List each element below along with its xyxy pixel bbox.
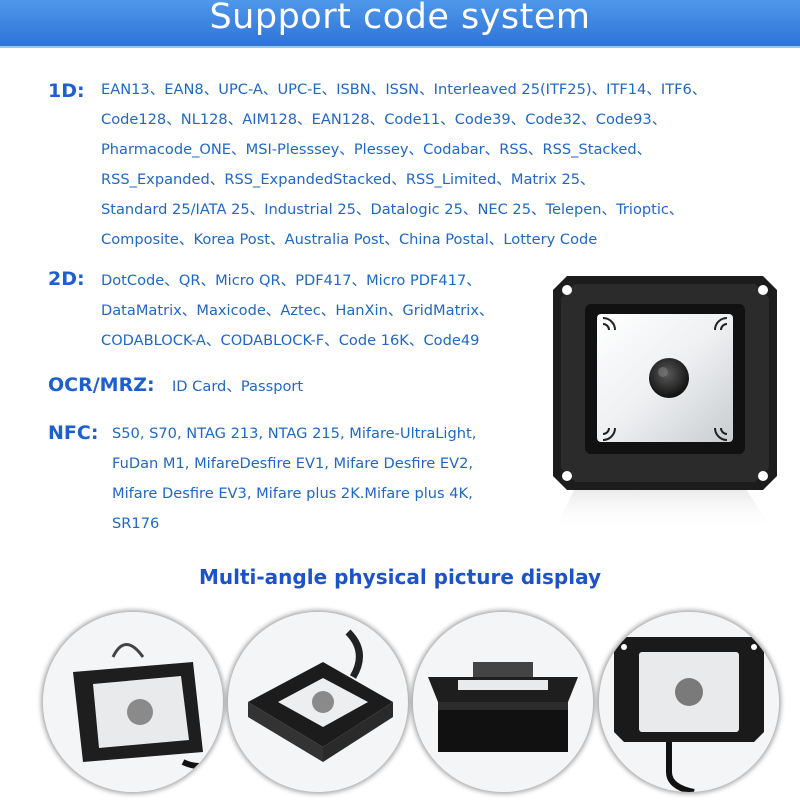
codes-1d-line: Code128、NL128、AIM128、EAN128、Code11、Code3… bbox=[101, 111, 667, 128]
codes-1d-line: Standard 25/IATA 25、Industrial 25、Datalo… bbox=[101, 201, 684, 218]
gallery-photo-2 bbox=[228, 612, 408, 792]
gallery-photo-4 bbox=[599, 612, 779, 792]
label-2d: 2D: bbox=[48, 268, 85, 290]
codes-1d-line: RSS_Expanded、RSS_ExpandedStacked、RSS_Lim… bbox=[101, 171, 595, 188]
codes-nfc-line: Mifare Desfire EV3, Mifare plus 2K.Mifar… bbox=[112, 485, 473, 502]
gallery-photo-3 bbox=[413, 612, 593, 792]
page-title: Support code system bbox=[209, 0, 591, 37]
gallery-photo-1 bbox=[43, 612, 223, 792]
scanner-product-image bbox=[545, 268, 785, 537]
codes-2d: DotCode、QR、Micro QR、PDF417、Micro PDF417、… bbox=[101, 266, 494, 356]
label-nfc: NFC: bbox=[48, 422, 99, 444]
label-ocr-mrz: OCR/MRZ: bbox=[48, 374, 155, 396]
codes-nfc: S50, S70, NTAG 213, NTAG 215, Mifare-Ult… bbox=[112, 419, 476, 539]
header-banner: Support code system bbox=[0, 0, 800, 48]
codes-2d-line: DataMatrix、Maxicode、Aztec、HanXin、GridMat… bbox=[101, 302, 494, 319]
codes-1d-line: Composite、Korea Post、Australia Post、Chin… bbox=[101, 231, 598, 248]
codes-nfc-line: FuDan M1, MifareDesfire EV1, Mifare Desf… bbox=[112, 455, 473, 472]
codes-1d-line: EAN13、EAN8、UPC-A、UPC-E、ISBN、ISSN、Interle… bbox=[101, 81, 707, 98]
codes-1d: EAN13、EAN8、UPC-A、UPC-E、ISBN、ISSN、Interle… bbox=[101, 75, 706, 255]
codes-2d-line: CODABLOCK-A、CODABLOCK-F、Code 16K、Code49 bbox=[101, 332, 480, 349]
codes-ocr-line: ID Card、Passport bbox=[172, 378, 304, 395]
codes-1d-line: Pharmacode_ONE、MSI-Plesssey、Plessey、Coda… bbox=[101, 141, 652, 158]
gallery-title: Multi-angle physical picture display bbox=[198, 565, 602, 589]
codes-nfc-line: S50, S70, NTAG 213, NTAG 215, Mifare-Ult… bbox=[112, 425, 477, 442]
label-1d: 1D: bbox=[48, 80, 85, 102]
codes-ocr: ID Card、Passport bbox=[172, 372, 303, 402]
codes-2d-line: DotCode、QR、Micro QR、PDF417、Micro PDF417、 bbox=[101, 272, 481, 289]
codes-nfc-line: SR176 bbox=[112, 515, 160, 532]
